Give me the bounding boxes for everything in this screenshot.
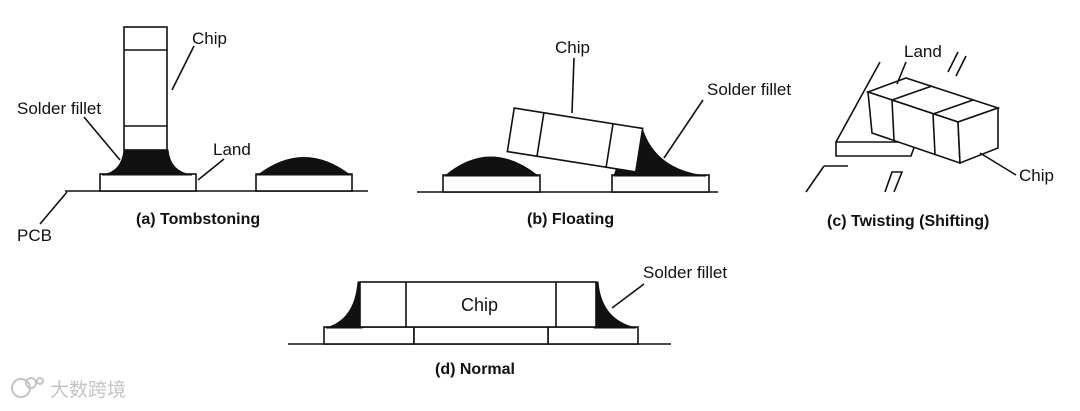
caption-tombstoning: (a) Tombstoning [136, 211, 260, 228]
land-edge-line [955, 55, 967, 77]
land-pad-middle [413, 326, 549, 345]
land-label: Land [213, 140, 251, 159]
land-edge-line [835, 61, 881, 143]
solder-fillet-left [325, 281, 363, 329]
land-edge-line [947, 51, 959, 73]
land-pad-left [442, 174, 541, 193]
land-pad-left [99, 173, 197, 192]
solder-fillet-leader [663, 99, 704, 159]
solder-dome [443, 156, 540, 177]
chip-leader [979, 152, 1017, 176]
pcb-leader [39, 191, 68, 225]
land-leader [896, 61, 907, 85]
chip-standing [123, 26, 168, 151]
watermark-text: 大数跨境 [50, 379, 126, 401]
chip-label: Chip [461, 295, 498, 315]
solder-fillet-leader [83, 116, 121, 161]
solder-fillet [101, 149, 193, 176]
solder-fillet-label: Solder fillet [707, 80, 791, 99]
chip-label: Chip [1019, 166, 1054, 185]
solder-fillet-label: Solder fillet [643, 263, 727, 282]
chip-leader [171, 45, 195, 91]
panel-twisting: Land Chip (c) Twisting (Shifting) [805, 42, 1054, 230]
land-leader [197, 158, 225, 181]
solder-dome [256, 157, 352, 176]
chip-twisted [865, 77, 1001, 165]
chip-label: Chip [192, 29, 227, 48]
solder-fillet-leader [611, 283, 645, 309]
land-pad-right [611, 174, 710, 193]
solder-fillet-label: Solder fillet [17, 99, 101, 118]
pcb-label: PCB [17, 226, 52, 245]
land-edge-line [805, 165, 825, 193]
land-pad-right [547, 326, 639, 345]
watermark-logo-icon [11, 377, 44, 398]
land-pad-top [835, 141, 918, 157]
land-pad-left [323, 326, 415, 345]
caption-normal: (d) Normal [435, 361, 515, 378]
panel-floating: Chip Solder fillet (b) Floating [417, 38, 791, 228]
land-edge-line [884, 171, 904, 193]
watermark: 大数跨境 [11, 377, 126, 401]
chip-label: Chip [555, 38, 590, 57]
panel-normal: Chip Solder fillet (d) Normal [288, 263, 727, 378]
chip-leader [571, 57, 575, 114]
chip-floating [506, 107, 644, 173]
land-pad-right [255, 173, 353, 192]
caption-twisting: (c) Twisting (Shifting) [827, 213, 989, 230]
panel-tombstoning: Chip Solder fillet Land PCB (a) Tombston… [17, 26, 368, 245]
land-label: Land [904, 42, 942, 61]
caption-floating: (b) Floating [527, 211, 614, 228]
